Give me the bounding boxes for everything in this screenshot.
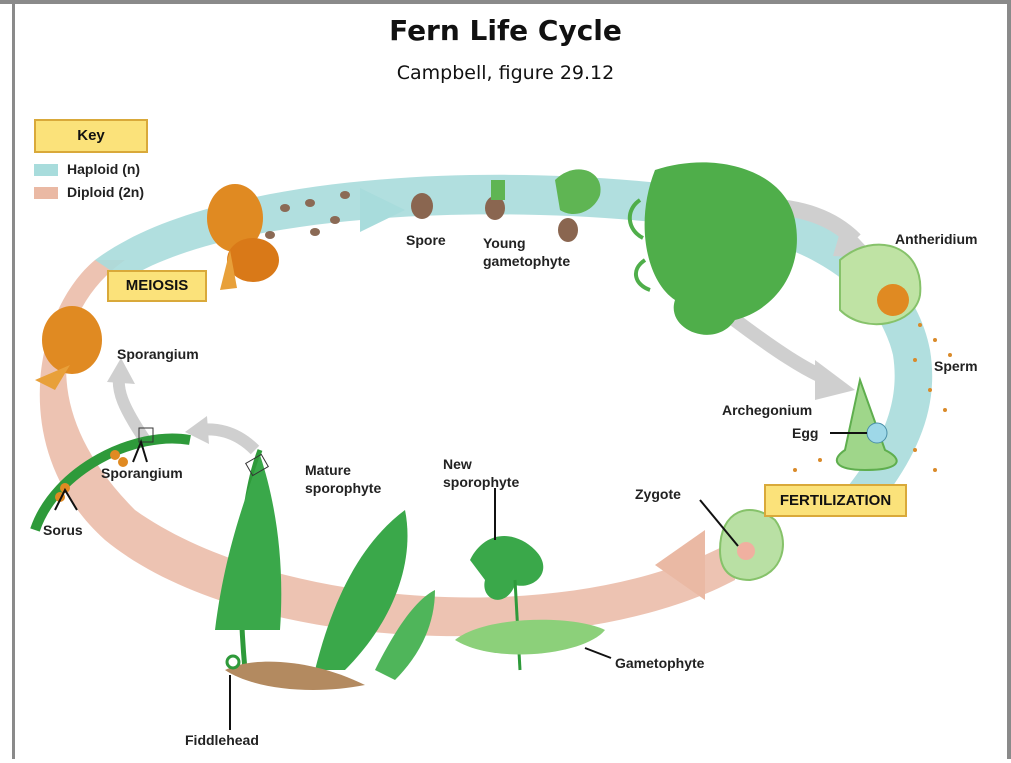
young-gametophyte-label-line2: gametophyte (483, 253, 570, 270)
meiosis-stage-label: MEIOSIS (107, 270, 207, 302)
sporangium-closed (35, 306, 102, 390)
new-sporophyte (455, 488, 611, 670)
sperm-label: Sperm (934, 358, 978, 375)
sporangium-top-label: Sporangium (117, 346, 199, 363)
frame-top-border (0, 0, 1011, 4)
haploid-key-text: Haploid (n) (67, 161, 140, 178)
young-gametophyte-label-line1: Young (483, 235, 526, 252)
antheridium-label: Antheridium (895, 231, 977, 248)
new-sporophyte-label-line2: sporophyte (443, 474, 519, 491)
key-label: Key (34, 119, 148, 153)
diploid-key-text: Diploid (2n) (67, 184, 144, 201)
fertilization-stage-label: FERTILIZATION (764, 484, 907, 517)
fern-life-cycle-diagram: Key Haploid (n) Diploid (2n) MEIOSIS FER… (15, 110, 1007, 759)
page-subtitle: Campbell, figure 29.12 (0, 62, 1011, 84)
cycle-artwork (15, 110, 1007, 759)
antheridium-cell (840, 245, 920, 325)
fiddlehead-label: Fiddlehead (185, 732, 259, 749)
archegonium-label: Archegonium (722, 402, 812, 419)
egg-label: Egg (792, 425, 818, 442)
zygote-label: Zygote (635, 486, 681, 503)
page-title: Fern Life Cycle (0, 14, 1011, 47)
sporangium-leaf-label: Sporangium (101, 465, 183, 482)
frame-right-border (1007, 0, 1011, 759)
mature-sporophyte-label-line2: sporophyte (305, 480, 381, 497)
mature-gametophyte (630, 162, 797, 335)
sorus-label: Sorus (43, 522, 83, 539)
gametophyte-label: Gametophyte (615, 655, 704, 672)
haploid-swatch (34, 164, 58, 176)
diploid-swatch (34, 187, 58, 199)
spore-label: Spore (406, 232, 446, 249)
arrow-head-archegonium (815, 360, 855, 400)
new-sporophyte-label-line1: New (443, 456, 472, 473)
mature-sporophyte-label-line1: Mature (305, 462, 351, 479)
